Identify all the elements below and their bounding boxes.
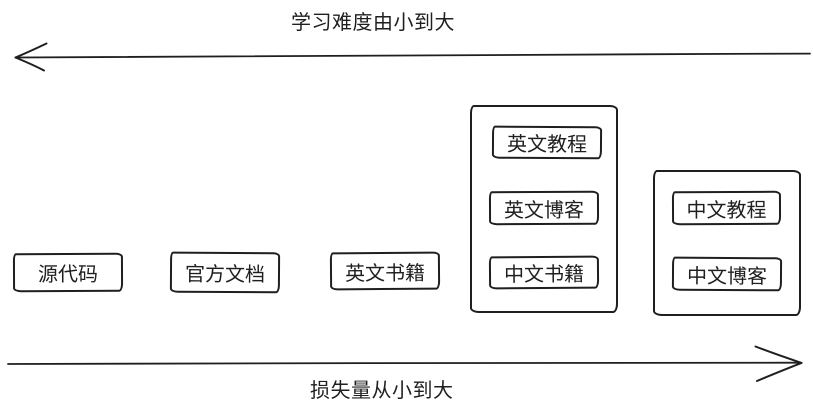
left-arrowhead-icon (14, 56, 45, 72)
group-box-english-tutorials-blogs-chinese-books: 英文教程 英文博客 中文书籍 (470, 105, 618, 313)
group-box-chinese-tutorials-blogs: 中文教程 中文博客 (653, 170, 801, 316)
box-english-blogs: 英文博客 (488, 190, 600, 226)
left-arrowhead-icon (14, 42, 48, 59)
top-axis-label: 学习难度由小到大 (291, 12, 455, 34)
box-chinese-blogs: 中文博客 (671, 256, 783, 292)
right-arrowhead-icon (754, 345, 803, 364)
box-chinese-books: 中文书籍 (488, 255, 600, 290)
box-english-books: 英文书籍 (329, 251, 441, 291)
bottom-arrow-line (7, 361, 802, 365)
bottom-axis-label: 损失量从小到大 (310, 380, 454, 402)
box-official-docs: 官方文档 (169, 251, 281, 294)
right-arrowhead-icon (756, 361, 803, 382)
box-chinese-tutorials: 中文教程 (671, 190, 782, 226)
box-source-code: 源代码 (12, 252, 124, 293)
box-english-tutorials: 英文教程 (491, 125, 603, 160)
top-arrow-line (14, 52, 811, 59)
